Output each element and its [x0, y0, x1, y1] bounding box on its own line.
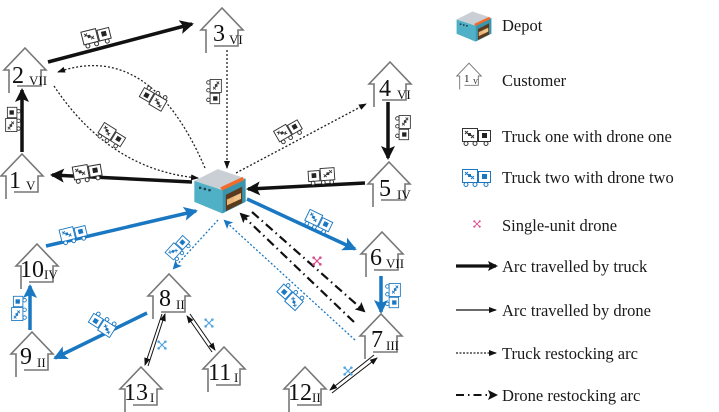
truck-two-icon [86, 309, 119, 338]
truck-two-icon [275, 280, 307, 312]
truck-one-icon [307, 167, 336, 186]
truck-two-icon [58, 223, 89, 246]
arcs [15, 20, 395, 394]
house-icon [10, 331, 54, 378]
customer-class: I [150, 390, 154, 405]
legend-depot-label: Depot [502, 16, 543, 35]
legend-customer-label: Customer [502, 71, 567, 90]
arc-8-13 [144, 313, 163, 366]
arc-7-depot-drone-restock [239, 212, 355, 323]
customer-class: I [234, 370, 238, 385]
customer-number: 12 [288, 380, 312, 406]
customer-number: 5 [379, 176, 391, 202]
arc-2-depot [53, 85, 199, 181]
customer-class: II [312, 390, 321, 405]
arc-depot-1 [50, 168, 193, 184]
customer-13[interactable]: 13 I [119, 366, 163, 412]
customer-class: III [386, 338, 399, 353]
customers: 1 V 2 VII 3 VI 4 VI 5 IV 6 VII [0, 7, 412, 412]
legend-single-drone-icon [472, 219, 482, 229]
drone-two-icon [156, 339, 168, 351]
customer-number: 8 [159, 286, 171, 312]
legend-truck-two-icon [462, 169, 491, 187]
arc-depot-6 [246, 197, 357, 251]
arc-depot-7-drone-restock [251, 211, 366, 313]
house-icon [0, 153, 44, 200]
legend-drone-arc-label: Arc travelled by drone [502, 301, 651, 320]
arc-8-9 [53, 311, 148, 360]
legend-customer-icon: 1 V [456, 62, 482, 90]
truck-one-icon [5, 106, 21, 133]
customer-number: 6 [370, 245, 382, 271]
legend-truck-arc-label: Arc travelled by truck [502, 257, 648, 276]
arc-8-11 [189, 313, 216, 351]
customer-class: VII [386, 256, 404, 271]
legend: Depot 1 V Customer Truck one with drone … [455, 10, 674, 405]
customer-class: IV [44, 267, 58, 282]
customer-10[interactable]: 10 IV [15, 243, 59, 290]
truck-one-icon [95, 122, 128, 151]
arc-7-12 [329, 354, 375, 391]
customer-class: II [37, 355, 46, 370]
arc-5-depot [246, 181, 366, 196]
truck-one-icon [71, 161, 104, 185]
customer-number: 4 [379, 76, 391, 102]
customer-class: II [176, 297, 185, 312]
drone-two-icon [203, 317, 215, 329]
customer-number: 9 [20, 344, 32, 370]
arc-depot-4 [235, 103, 367, 174]
truck-one-icon [137, 83, 170, 112]
arc-depot-2 [57, 64, 206, 169]
customer-12[interactable]: 12 II [283, 366, 327, 412]
truck-two-icon [164, 233, 193, 263]
arc-2-3 [47, 20, 194, 64]
drone-two-icon [342, 365, 354, 377]
legend-truck-restock-label: Truck restocking arc [502, 344, 638, 363]
customer-7[interactable]: 7 III [359, 313, 403, 360]
svg-text:1: 1 [464, 73, 470, 85]
arc-depot-8 [172, 219, 219, 270]
legend-truck-two-label: Truck two with drone two [502, 168, 674, 187]
truck-one-icon [273, 117, 305, 146]
arc-13-8 [147, 313, 166, 367]
legend-drone-restock-label: Drone restocking arc [502, 386, 640, 405]
truck-one-icon [206, 78, 222, 105]
customer-number: 2 [12, 63, 24, 89]
arc-11-8 [186, 315, 213, 353]
customer-number: 11 [208, 360, 231, 386]
customer-4[interactable]: 4 VI [368, 61, 412, 108]
customer-11[interactable]: 11 I [202, 346, 246, 393]
customer-2[interactable]: 2 VII [3, 47, 47, 94]
legend-single-drone-label: Single-unit drone [502, 216, 617, 235]
customer-3[interactable]: 3 VI [200, 7, 244, 54]
arc-10-depot [45, 206, 198, 248]
arc-7-depot [223, 219, 356, 341]
legend-truck-one-icon [462, 128, 491, 146]
truck-two-icon [11, 295, 27, 322]
customer-number: 10 [20, 257, 44, 283]
customer-number: 1 [9, 168, 21, 194]
svg-text:V: V [473, 78, 478, 86]
customer-5[interactable]: 5 IV [367, 161, 411, 208]
arc-12-7 [331, 357, 378, 394]
customer-class: VI [229, 32, 243, 47]
customer-class: IV [397, 187, 411, 202]
single-drone-icon [311, 255, 323, 267]
customer-1[interactable]: 1 V [0, 153, 44, 200]
truck-two-icon [385, 282, 401, 309]
legend-truck-one-label: Truck one with drone one [502, 127, 672, 146]
legend-depot-icon [455, 10, 493, 43]
depot-icon [192, 167, 248, 216]
customer-8[interactable]: 8 II [147, 273, 191, 320]
customer-class: V [26, 178, 36, 193]
customer-number: 3 [213, 21, 225, 47]
customer-number: 7 [371, 327, 383, 353]
customer-6[interactable]: 6 VII [360, 231, 404, 278]
customer-class: VI [397, 87, 411, 102]
customer-class: VII [29, 73, 47, 88]
truck-one-icon [395, 114, 411, 141]
customer-number: 13 [124, 380, 148, 406]
customer-9[interactable]: 9 II [10, 331, 54, 378]
